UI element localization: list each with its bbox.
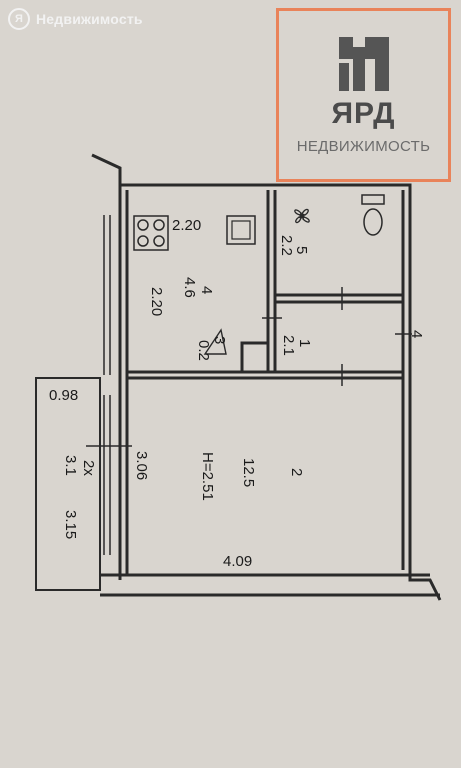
room-width: 4.09 xyxy=(223,553,252,570)
agency-name: ЯРД xyxy=(331,97,396,130)
balcony-number: 2х xyxy=(80,460,97,476)
room-area: 12.5 xyxy=(240,458,257,487)
agency-logo-icon xyxy=(339,37,389,91)
sink-icon xyxy=(226,215,256,245)
balcony-width: 0.98 xyxy=(49,387,78,404)
agency-subtitle: НЕДВИЖИМОСТЬ xyxy=(296,138,431,155)
door-marks xyxy=(86,287,412,447)
room-depth: 3.06 xyxy=(133,451,150,480)
stove-icon xyxy=(133,215,169,251)
kitchen-width: 2.20 xyxy=(172,217,201,234)
watermark-icon: Я xyxy=(8,8,30,30)
walls xyxy=(91,153,442,601)
toilet-icon xyxy=(361,194,385,236)
kitchen-number: 4 xyxy=(198,286,215,294)
balcony-area: 3.1 xyxy=(62,455,79,476)
watermark-logo: Я Недвижимость xyxy=(8,7,143,31)
agency-logo-box: ЯРД НЕДВИЖИМОСТЬ xyxy=(276,8,451,182)
room-height: H=2.51 xyxy=(199,452,216,501)
outer-wall-top-right xyxy=(91,153,442,601)
toilet-area: 2.1 xyxy=(280,335,297,356)
closet-marker xyxy=(203,328,227,355)
closet-number: 3 xyxy=(211,336,228,344)
bathroom-number: 5 xyxy=(293,246,310,254)
toilet-number: 1 xyxy=(296,339,313,347)
closet-wall xyxy=(240,341,268,372)
kitchen-depth: 2.20 xyxy=(148,287,165,316)
windows xyxy=(103,215,111,555)
entrance-marker: 4 xyxy=(408,330,425,338)
watermark-text: Недвижимость xyxy=(36,11,143,27)
kitchen-area: 4.6 xyxy=(181,277,198,298)
balcony-length: 3.15 xyxy=(62,510,79,539)
fan-icon xyxy=(294,208,310,224)
closet-area: 0.2 xyxy=(195,340,212,361)
room-number: 2 xyxy=(288,468,305,476)
bathroom-area: 2.2 xyxy=(278,235,295,256)
balcony xyxy=(35,377,101,591)
